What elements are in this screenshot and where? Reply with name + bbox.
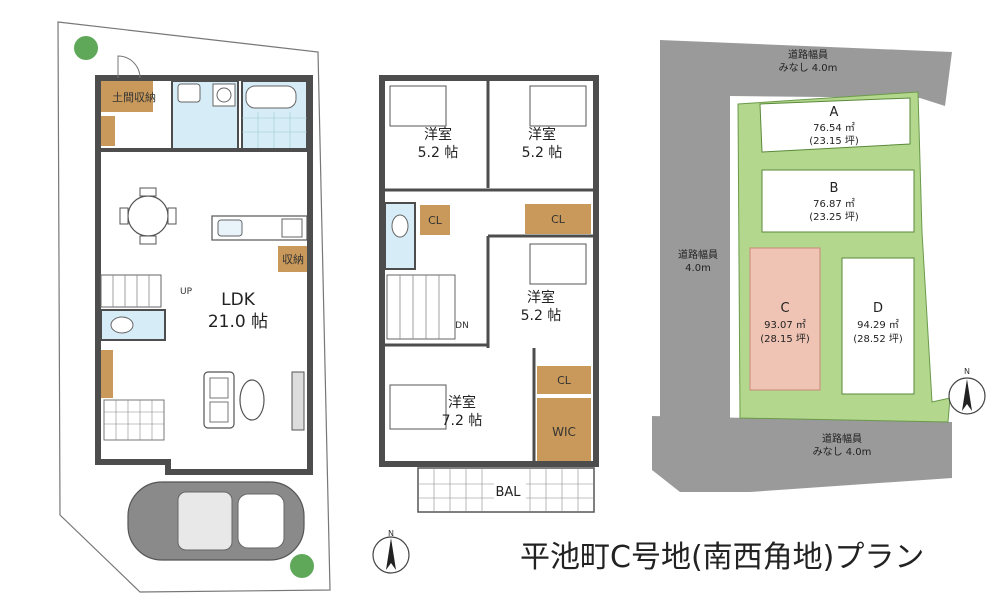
road-west-label-2: 4.0m	[685, 263, 711, 274]
lot-c-area: 93.07 ㎡	[764, 319, 806, 331]
site-plan: A 76.54 ㎡ (23.15 坪) B 76.87 ㎡ (23.25 坪) …	[652, 40, 986, 492]
bed-icon	[389, 85, 447, 127]
lot-b	[761, 169, 915, 233]
room-e-label: 洋室	[527, 289, 555, 306]
entrance-storage-label: 土間収納	[112, 91, 156, 104]
room-nw-label: 洋室	[424, 126, 452, 143]
sink-icon	[177, 83, 201, 103]
lot-a	[759, 97, 911, 153]
ldk-area: 21.0 帖	[208, 312, 268, 332]
kitchen-sink-icon	[217, 219, 243, 237]
stairs-floor1	[100, 274, 162, 308]
closet-1-label: CL	[428, 214, 443, 227]
lot-a-area: 76.54 ㎡	[813, 122, 855, 134]
road-south-label-1: 道路幅員	[822, 432, 862, 445]
entry-tiles	[103, 399, 165, 441]
road-north	[660, 40, 952, 106]
sofa-icon	[203, 371, 235, 429]
stove-icon	[281, 218, 303, 238]
bed-icon-4	[389, 384, 447, 430]
bathtub-icon	[245, 85, 297, 109]
lot-a-tsubo: (23.15 坪)	[809, 134, 859, 147]
toilet-icon-2	[391, 214, 409, 238]
room-sw-area: 7.2 帖	[442, 413, 483, 429]
road-north-label-1: 道路幅員	[788, 48, 828, 61]
bal-label: BAL	[495, 485, 521, 500]
compass-floor-plan: N	[372, 529, 410, 574]
floor1-plan: 土間収納 収納	[57, 21, 331, 593]
washing-machine-icon	[212, 83, 236, 107]
lot-d-id: D	[873, 301, 883, 316]
lot-a-id: A	[830, 105, 839, 120]
plan-caption: 平池町C号地(南西角地)プラン	[520, 540, 925, 575]
closet-2	[525, 204, 591, 234]
pantry-storage	[278, 246, 307, 272]
room-e-area: 5.2 帖	[521, 308, 562, 324]
road-north-label-2: みなし 4.0m	[779, 62, 838, 74]
floor1-outer-wall	[95, 75, 313, 475]
coffee-table-icon	[239, 379, 265, 421]
closet-3-label: CL	[557, 374, 572, 387]
room-ne-label: 洋室	[528, 126, 556, 143]
dn-label: DN	[455, 321, 469, 331]
compass-site: N	[948, 367, 986, 415]
wic-label: WIC	[552, 425, 576, 439]
tv-board-icon	[291, 371, 305, 431]
closet-2-label: CL	[551, 213, 566, 226]
car-icon	[127, 481, 305, 561]
road-south	[652, 416, 952, 492]
road-south-label-2: みなし 4.0m	[813, 446, 872, 458]
closet-3	[537, 366, 591, 394]
lot-b-tsubo: (23.25 坪)	[809, 210, 859, 223]
entrance-storage	[101, 81, 153, 112]
floor2-plan: 洋室 5.2 帖 洋室 5.2 帖 洋室 5.2 帖 洋室 7.2 帖 CL C…	[379, 75, 599, 513]
lot-c	[749, 247, 821, 391]
toilet-icon	[110, 316, 134, 334]
entrance-storage-2	[101, 116, 115, 146]
floor1-lot-outline	[57, 21, 331, 593]
room-sw-label: 洋室	[448, 394, 476, 411]
lot-d-tsubo: (28.52 坪)	[853, 332, 903, 345]
pantry-label: 収納	[282, 253, 304, 266]
up-label: UP	[180, 287, 193, 297]
lot-d-area: 94.29 ㎡	[857, 319, 899, 331]
closet-1	[420, 205, 450, 235]
ldk-label: LDK	[221, 290, 256, 310]
room-nw-area: 5.2 帖	[418, 145, 459, 161]
lot-b-area: 76.87 ㎡	[813, 198, 855, 210]
room-ne-area: 5.2 帖	[522, 145, 563, 161]
lot-c-id: C	[780, 301, 789, 316]
tree-icon-2	[290, 554, 314, 578]
lot-d	[841, 257, 915, 395]
hall-storage	[101, 350, 113, 398]
entrance-door	[117, 55, 141, 79]
bed-icon-2	[529, 85, 587, 127]
lot-b-id: B	[830, 181, 839, 196]
compass-site-label: N	[964, 367, 970, 376]
wic	[537, 398, 591, 461]
compass-label: N	[388, 529, 394, 538]
road-west-label-1: 道路幅員	[678, 248, 718, 261]
bed-icon-3	[529, 243, 587, 285]
road-west	[660, 40, 730, 420]
lot-c-tsubo: (28.15 坪)	[760, 332, 810, 345]
stairs-floor2	[386, 274, 456, 340]
tree-icon	[74, 36, 98, 60]
dining-table-icon	[119, 187, 177, 245]
